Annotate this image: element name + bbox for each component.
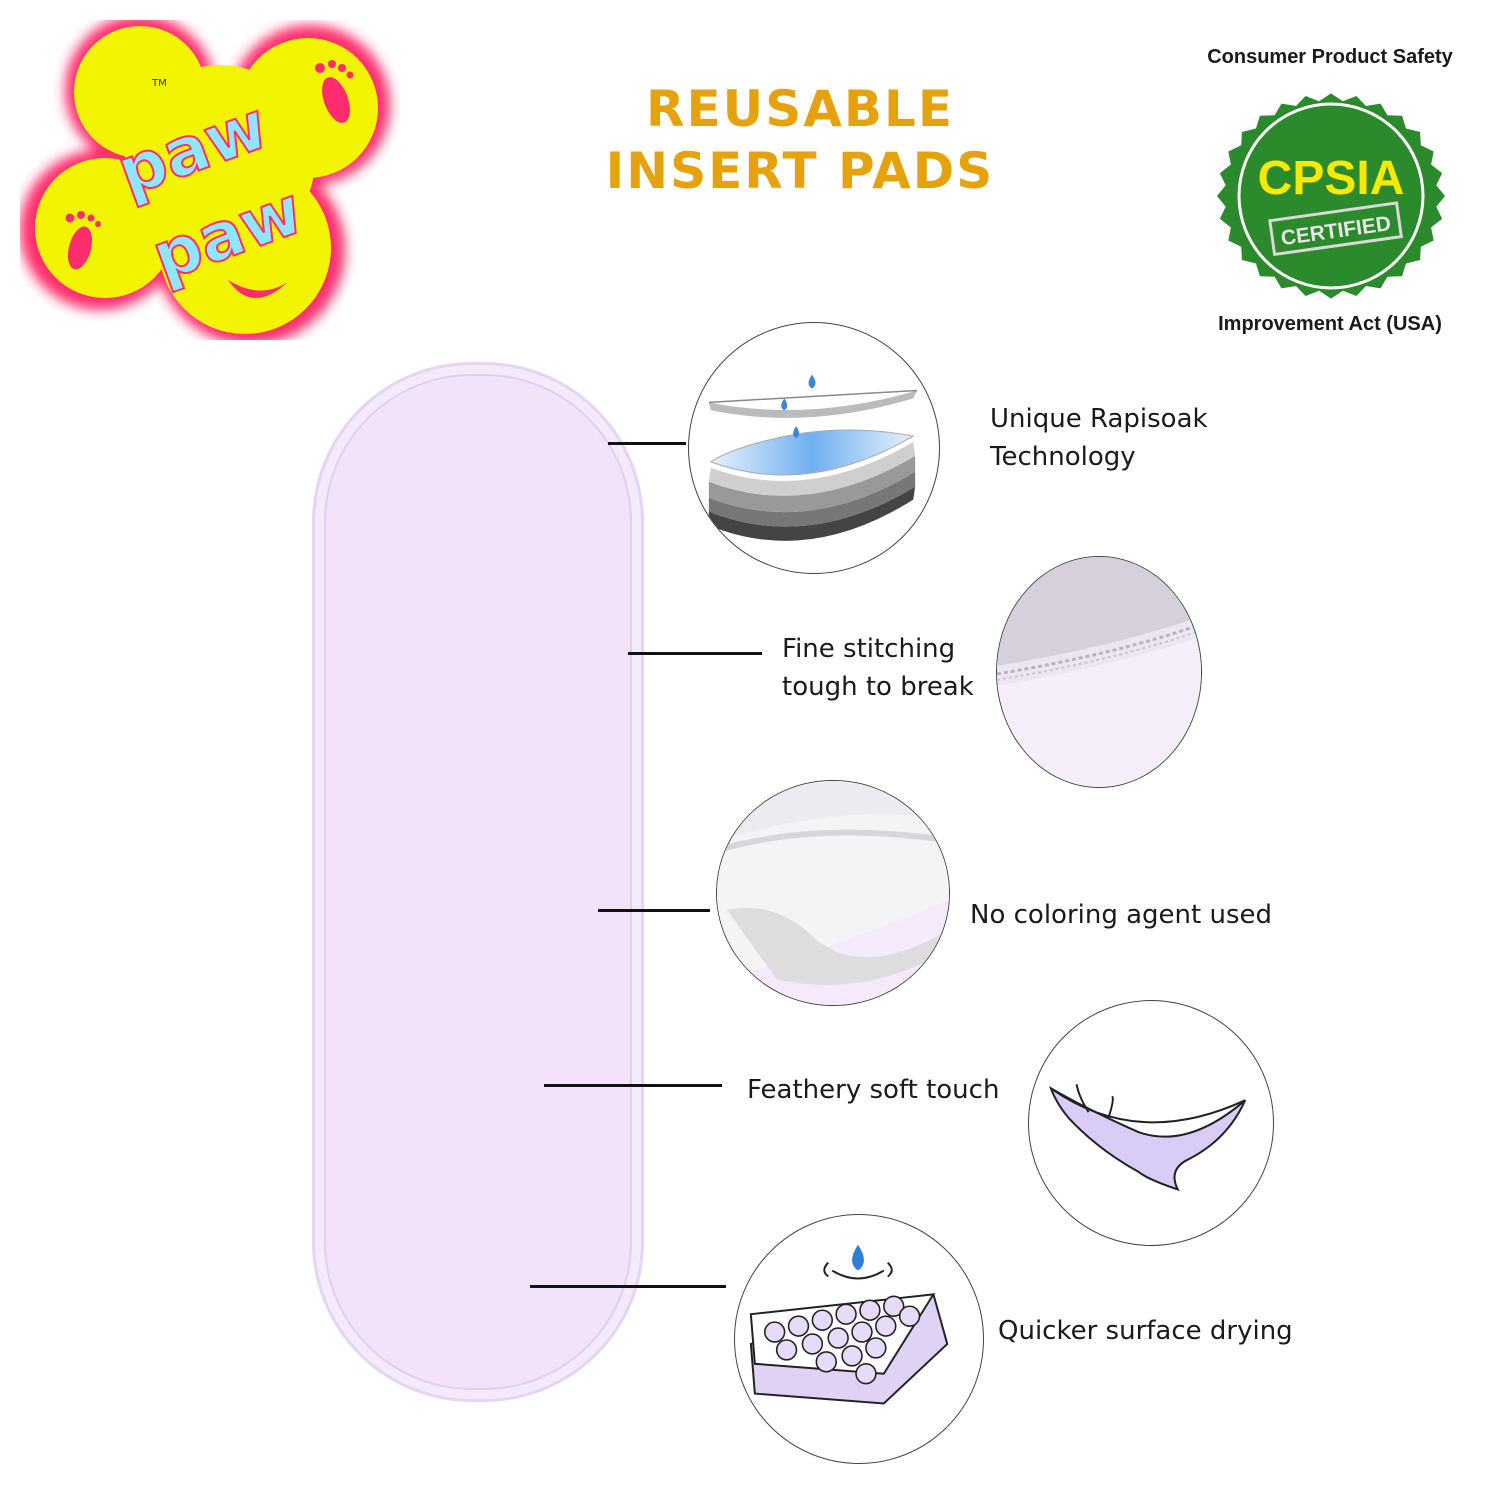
feature-label-1: Unique Rapisoak Technology bbox=[990, 404, 1208, 472]
badge-bottom-text: Improvement Act (USA) bbox=[1218, 313, 1442, 335]
cpsia-certified-seal: CPSIA CERTIFIED bbox=[1200, 80, 1462, 312]
logo-trademark: TM bbox=[151, 78, 167, 89]
stitching-closeup-icon bbox=[996, 556, 1202, 788]
paw-paw-logo: paw paw TM bbox=[20, 15, 400, 345]
badge-top-text: Consumer Product Safety bbox=[1207, 46, 1453, 68]
title-line-1: REUSABLE bbox=[645, 80, 955, 138]
leader-line-2 bbox=[628, 652, 762, 655]
leader-line-1 bbox=[608, 442, 686, 445]
leader-line-3 bbox=[598, 909, 710, 912]
feature-label-3: No coloring agent used bbox=[970, 900, 1273, 930]
feature-label-4: Feathery soft touch bbox=[747, 1075, 1000, 1105]
badge-main-text: CPSIA bbox=[1258, 152, 1405, 205]
leader-line-4 bbox=[544, 1084, 722, 1087]
feather-icon bbox=[1028, 1000, 1274, 1246]
fabric-closeup-icon bbox=[716, 780, 950, 1006]
feature-label-2: Fine stitching tough to break bbox=[782, 634, 974, 702]
insert-pad-image bbox=[312, 362, 644, 1402]
leader-line-5 bbox=[530, 1285, 726, 1288]
title-line-2: INSERT PADS bbox=[605, 142, 995, 200]
feature-label-5: Quicker surface drying bbox=[998, 1316, 1293, 1346]
drying-layers-icon bbox=[734, 1214, 984, 1464]
layered-pad-icon bbox=[688, 322, 940, 574]
